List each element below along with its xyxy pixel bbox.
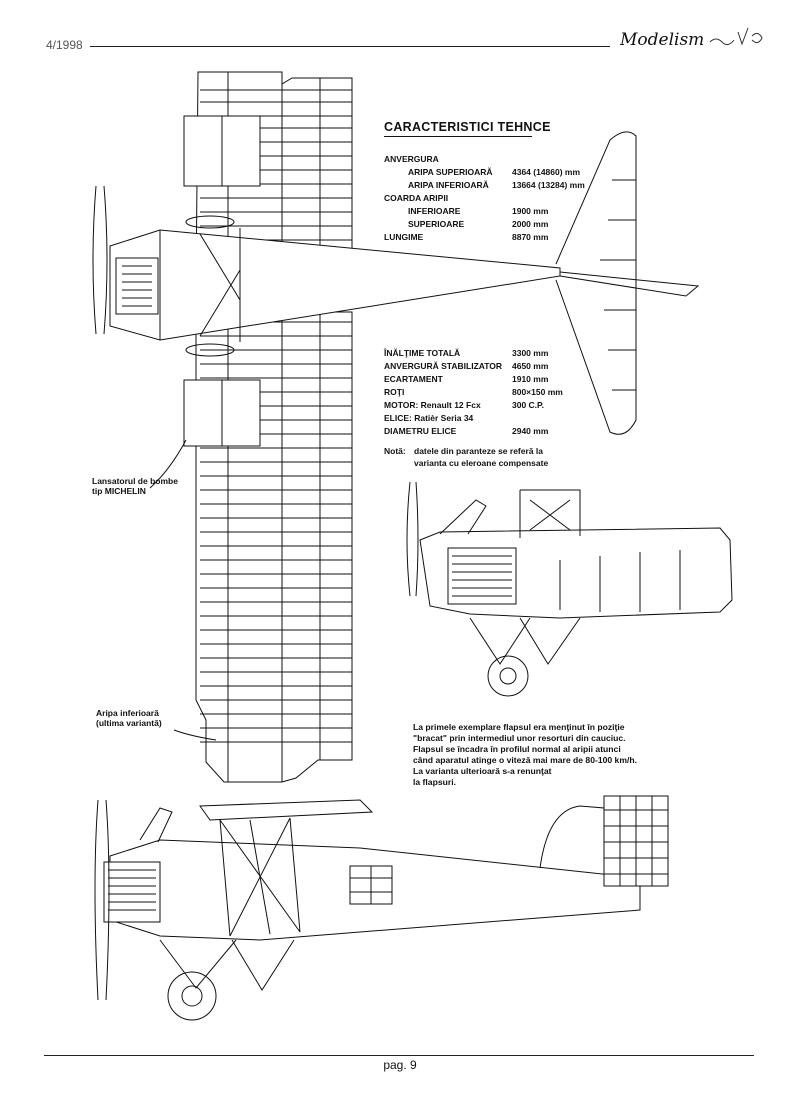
- flap-note: La primele exemplare flapsul era menţinu…: [413, 722, 637, 788]
- side-view-large: [94, 795, 669, 1021]
- callout-line: Lansatorul de bombe: [92, 476, 178, 486]
- spec-label: INFERIOARE: [408, 206, 461, 216]
- spec-label: ECARTAMENT: [384, 374, 443, 384]
- spec-value: 4650 mm: [512, 361, 549, 371]
- spec-label: ANVERGURA: [384, 154, 439, 164]
- spec-value: 1910 mm: [512, 374, 549, 384]
- spec-value: 2000 mm: [512, 219, 549, 229]
- note-label: Notă:: [384, 446, 406, 456]
- spec-value: 2940 mm: [512, 426, 549, 436]
- spec-label: MOTOR: Renault 12 Fcx: [384, 400, 481, 410]
- spec-value: 13664 (13284) mm: [512, 180, 585, 190]
- callout-line: tip MICHELIN: [92, 486, 146, 497]
- spec-label: ANVERGURĂ STABILIZATOR: [384, 361, 503, 371]
- flap-note-line: la flapsuri.: [413, 777, 456, 787]
- spec-label: ARIPA SUPERIOARĂ: [408, 167, 493, 177]
- spec-label: SUPERIOARE: [408, 219, 465, 229]
- spec-value: 800×150 mm: [512, 387, 563, 397]
- magazine-brand: Modelism: [620, 30, 705, 50]
- issue-number: 4/1998: [46, 38, 83, 52]
- lower-wing-callout: Aripa inferioară (ultima variantă): [96, 708, 162, 728]
- note-text-line: datele din paranteze se referă la: [414, 446, 543, 456]
- callout-line: Aripa inferioară: [96, 708, 159, 718]
- side-view-small: [406, 481, 733, 697]
- spec-value: 3300 mm: [512, 348, 549, 358]
- spec-value: 300 C.P.: [512, 400, 544, 410]
- spec-value: 4364 (14860) mm: [512, 167, 581, 177]
- spec-label: ARIPA INFERIOARĂ: [408, 180, 489, 190]
- page-number: pag. 9: [383, 1058, 417, 1072]
- spec-label: ELICE: Ratièr Seria 34: [384, 413, 474, 423]
- bomb-launcher-callout: Lansatorul de bombe tip MICHELIN: [92, 476, 178, 496]
- spec-value: 8870 mm: [512, 232, 549, 242]
- spec-label: ROŢI: [384, 387, 405, 397]
- flap-note-line: La primele exemplare flapsul era menţinu…: [413, 722, 625, 732]
- spec-value: 1900 mm: [512, 206, 549, 216]
- top-view: [92, 71, 700, 783]
- footer-rule: [44, 1055, 754, 1056]
- specs-title-rule: [384, 136, 532, 137]
- spec-label: COARDA ARIPII: [384, 193, 449, 203]
- flap-note-line: La varianta ulterioară s-a renunţat: [413, 766, 552, 776]
- spec-label: DIAMETRU ELICE: [384, 426, 457, 436]
- brand-logo-scribble: [709, 27, 763, 46]
- note-text-line: varianta cu eleroane compensate: [414, 458, 549, 468]
- spec-label: LUNGIME: [384, 232, 424, 242]
- specs-title: CARACTERISTICI TEHNCE: [384, 120, 551, 134]
- flap-note-line: "bracat" prin intermediul unor resorturi…: [413, 733, 626, 743]
- flap-note-line: Flapsul se încadra în profilul normal al…: [413, 744, 621, 754]
- callout-line: (ultima variantă): [96, 718, 162, 729]
- header-rule: [90, 46, 610, 47]
- spec-label: ÎNĂLŢIME TOTALĂ: [384, 348, 461, 358]
- flap-note-line: când aparatul atinge o viteză mai mare d…: [413, 755, 638, 765]
